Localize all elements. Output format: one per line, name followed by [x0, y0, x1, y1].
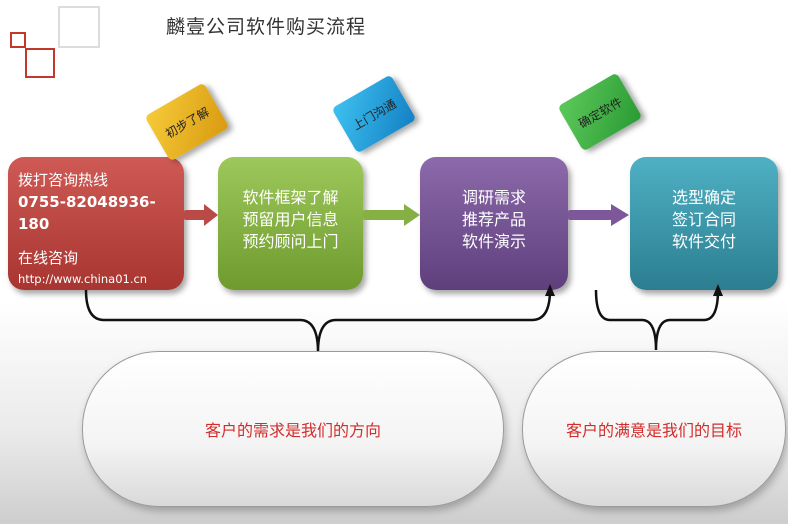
- step-box-consult-line3: 在线咨询: [18, 249, 79, 267]
- arrow-head: [204, 204, 218, 226]
- arrow-step2-to-step3: [363, 204, 420, 226]
- arrow-step3-to-step4: [568, 204, 630, 226]
- step-box-deliver-line1: 选型确定: [671, 188, 736, 207]
- hotline-number: 0755-82048936-180: [18, 193, 156, 233]
- step-box-research: 调研需求 推荐产品 软件演示: [420, 157, 568, 290]
- bracket-right: [594, 289, 720, 351]
- step-box-research-line2: 推荐产品: [461, 210, 526, 229]
- oval-customer-needs-text: 客户的需求是我们的方向: [204, 421, 381, 440]
- website-url[interactable]: http://www.china01.cn: [18, 272, 148, 286]
- step-box-research-line3: 软件演示: [461, 232, 526, 251]
- arrow-shaft: [363, 210, 405, 220]
- oval-customer-needs: 客户的需求是我们的方向: [82, 351, 504, 507]
- arrow-head: [404, 204, 420, 226]
- oval-customer-satisfaction-text: 客户的满意是我们的目标: [565, 421, 742, 440]
- step-box-research-line1: 调研需求: [461, 188, 526, 207]
- arrow-head: [611, 204, 629, 226]
- arrow-shaft: [568, 210, 612, 220]
- step-box-understand: 软件框架了解 预留用户信息 预约顾问上门: [218, 157, 363, 290]
- oval-customer-satisfaction: 客户的满意是我们的目标: [522, 351, 786, 507]
- step-box-deliver-line2: 签订合同: [671, 210, 736, 229]
- arrow-shaft: [184, 210, 206, 220]
- decor-square-red-small: [10, 32, 26, 48]
- bracket-left-arrowhead: [545, 284, 555, 296]
- bracket-left: [84, 289, 552, 353]
- step-box-deliver-line3: 软件交付: [671, 232, 736, 251]
- decor-square-gray: [58, 6, 100, 48]
- step-box-deliver: 选型确定 签订合同 软件交付: [630, 157, 778, 290]
- decor-square-red-large: [25, 48, 55, 78]
- step-box-understand-line3: 预约顾问上门: [242, 232, 339, 251]
- step-box-understand-line1: 软件框架了解: [242, 188, 339, 207]
- page-title: 麟壹公司软件购买流程: [166, 16, 367, 38]
- step-box-understand-line2: 预留用户信息: [242, 210, 339, 229]
- bracket-right-arrowhead: [713, 284, 723, 296]
- arrow-step1-to-step2: [184, 204, 218, 226]
- step-box-consult: 拨打咨询热线 0755-82048936-180 在线咨询 http://www…: [8, 157, 184, 290]
- step-box-consult-line1: 拨打咨询热线: [18, 171, 109, 189]
